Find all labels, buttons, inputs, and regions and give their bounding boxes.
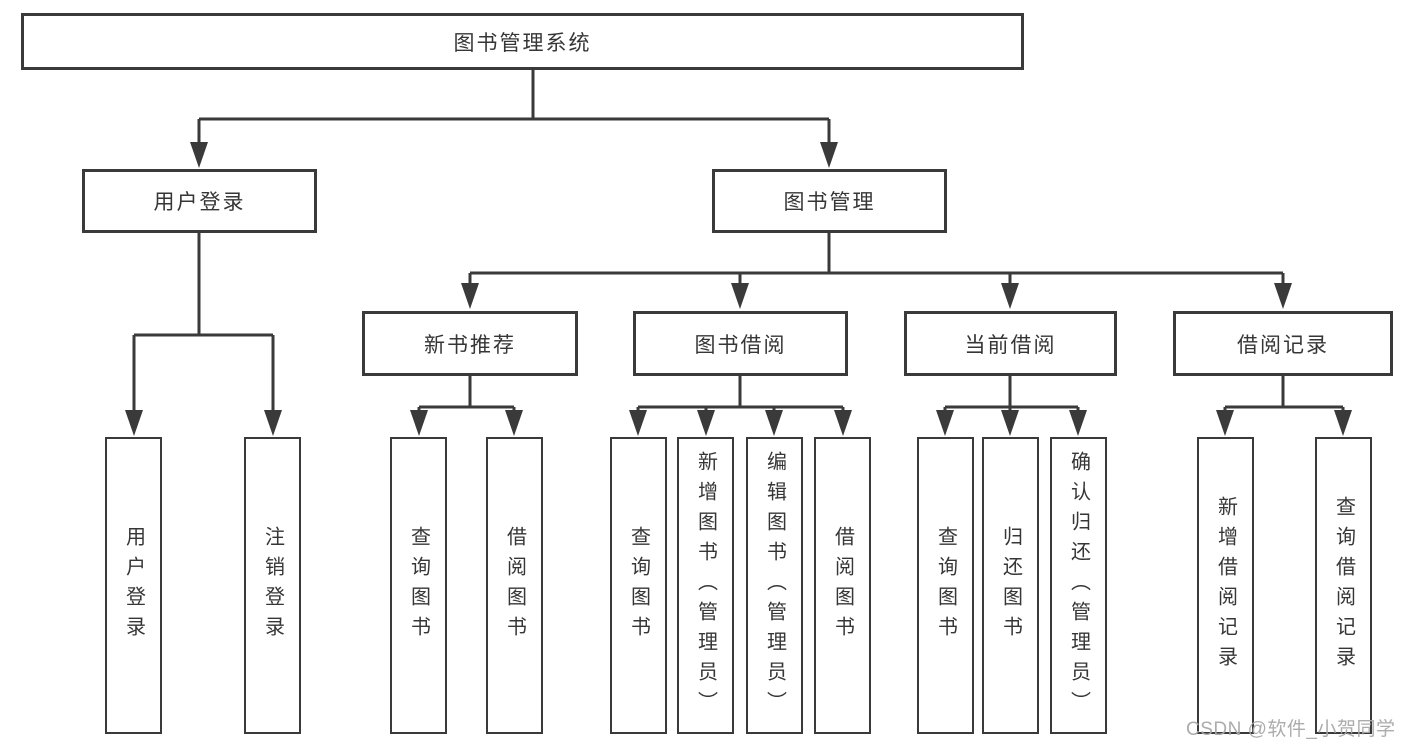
leaf-confirm-return-admin-label: 确认归还（管理员） — [1067, 450, 1090, 721]
leaf-query-borrow-record: 查询借阅记录 — [1315, 437, 1372, 734]
leaf-query-books-recommend: 查询图书 — [390, 437, 447, 734]
leaf-user-login: 用户登录 — [105, 437, 162, 734]
leaf-confirm-return-admin: 确认归还（管理员） — [1050, 437, 1107, 734]
leaf-logout: 注销登录 — [244, 437, 301, 734]
node-current-borrow-label: 当前借阅 — [964, 333, 1057, 357]
csdn-watermark: CSDN @软件_小贺同学 — [1186, 719, 1396, 740]
leaf-add-book-admin-label: 新增图书（管理员） — [694, 450, 717, 721]
leaf-query-books-recommend-label: 查询图书 — [407, 525, 430, 646]
leaf-borrow-books-borrow: 借阅图书 — [814, 437, 871, 734]
leaf-user-login-label: 用户登录 — [122, 525, 145, 646]
leaf-borrow-books-recommend-label: 借阅图书 — [503, 525, 526, 646]
node-borrow-records: 借阅记录 — [1173, 311, 1393, 376]
leaf-query-books-borrow: 查询图书 — [610, 437, 667, 734]
leaf-edit-book-admin-label: 编辑图书（管理员） — [763, 450, 786, 721]
node-root: 图书管理系统 — [21, 13, 1024, 70]
leaf-return-book: 归还图书 — [982, 437, 1039, 734]
node-borrow-records-label: 借阅记录 — [1237, 333, 1329, 357]
node-root-label: 图书管理系统 — [453, 31, 592, 55]
leaf-borrow-books-recommend: 借阅图书 — [486, 437, 543, 734]
leaf-add-book-admin: 新增图书（管理员） — [677, 437, 734, 734]
node-book-management: 图书管理 — [712, 169, 947, 233]
node-current-borrow: 当前借阅 — [904, 311, 1117, 376]
leaf-query-books-borrow-label: 查询图书 — [627, 525, 650, 646]
leaf-add-borrow-record-label: 新增借阅记录 — [1214, 495, 1237, 676]
node-book-management-label: 图书管理 — [783, 191, 876, 214]
node-new-book-recommend: 新书推荐 — [362, 311, 578, 376]
node-user-login-label: 用户登录 — [153, 191, 246, 214]
leaf-edit-book-admin: 编辑图书（管理员） — [746, 437, 803, 734]
node-new-book-recommend-label: 新书推荐 — [424, 333, 516, 357]
arrowheads — [125, 142, 1352, 436]
leaf-query-borrow-record-label: 查询借阅记录 — [1332, 495, 1355, 676]
node-book-borrow: 图书借阅 — [633, 311, 848, 376]
node-book-borrow-label: 图书借阅 — [694, 333, 787, 357]
node-user-login: 用户登录 — [82, 169, 317, 233]
leaf-add-borrow-record: 新增借阅记录 — [1197, 437, 1254, 734]
leaf-borrow-books-borrow-label: 借阅图书 — [831, 525, 854, 646]
leaf-return-book-label: 归还图书 — [999, 525, 1022, 646]
leaf-logout-label: 注销登录 — [261, 525, 284, 646]
leaf-query-books-current: 查询图书 — [917, 437, 974, 734]
leaf-query-books-current-label: 查询图书 — [934, 525, 957, 646]
